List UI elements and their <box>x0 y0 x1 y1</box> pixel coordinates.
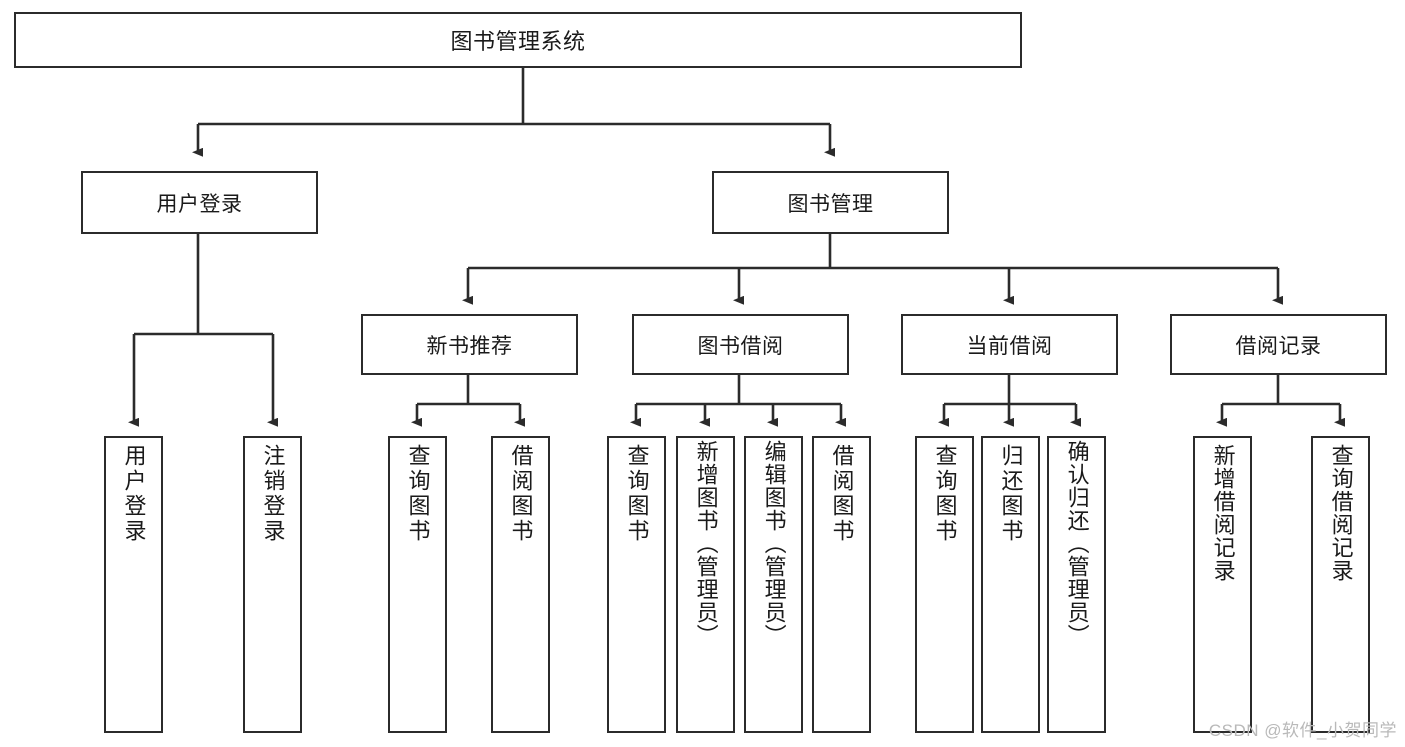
leaf-borrow-query-book[interactable]: 查询图书 <box>607 436 666 733</box>
node-book-management-label: 图书管理 <box>787 192 874 216</box>
leaf-label: 借阅图书 <box>829 444 855 544</box>
leaf-borrow-edit-book-admin[interactable]: 编辑图书（管理员） <box>744 436 803 733</box>
leaf-label: 编辑图书（管理员） <box>761 440 787 647</box>
leaf-current-query-book[interactable]: 查询图书 <box>915 436 974 733</box>
leaf-current-confirm-return-admin[interactable]: 确认归还（管理员） <box>1047 436 1106 733</box>
leaf-label: 查询图书 <box>405 444 431 544</box>
leaf-label: 查询借阅记录 <box>1328 444 1354 582</box>
node-book-borrow[interactable]: 图书借阅 <box>632 314 849 375</box>
leaf-record-query-record[interactable]: 查询借阅记录 <box>1311 436 1370 733</box>
leaf-label: 用户登录 <box>121 444 147 544</box>
node-root-label: 图书管理系统 <box>450 29 586 54</box>
node-user-login[interactable]: 用户登录 <box>81 171 318 234</box>
node-new-book-recommend[interactable]: 新书推荐 <box>361 314 578 375</box>
leaf-label: 新增图书（管理员） <box>693 440 719 647</box>
leaf-label: 归还图书 <box>998 444 1024 544</box>
leaf-current-return-book[interactable]: 归还图书 <box>981 436 1040 733</box>
node-user-login-label: 用户登录 <box>156 192 243 216</box>
leaf-label: 借阅图书 <box>508 444 534 544</box>
leaf-new-book-query-book[interactable]: 查询图书 <box>388 436 447 733</box>
leaf-label: 确认归还（管理员） <box>1064 440 1090 647</box>
leaf-label: 新增借阅记录 <box>1210 444 1236 582</box>
leaf-label: 查询图书 <box>624 444 650 544</box>
node-current-borrow-label: 当前借阅 <box>966 334 1053 358</box>
leaf-label: 注销登录 <box>260 444 286 544</box>
leaf-record-add-record[interactable]: 新增借阅记录 <box>1193 436 1252 733</box>
node-borrow-record[interactable]: 借阅记录 <box>1170 314 1387 375</box>
leaf-new-book-borrow-book[interactable]: 借阅图书 <box>491 436 550 733</box>
watermark-text: CSDN @软件_小贺同学 <box>1208 721 1397 740</box>
leaf-borrow-borrow-book[interactable]: 借阅图书 <box>812 436 871 733</box>
node-current-borrow[interactable]: 当前借阅 <box>901 314 1118 375</box>
node-root-book-management-system[interactable]: 图书管理系统 <box>14 12 1022 68</box>
leaf-label: 查询图书 <box>932 444 958 544</box>
leaf-user-login-login[interactable]: 用户登录 <box>104 436 163 733</box>
node-book-borrow-label: 图书借阅 <box>697 334 784 358</box>
node-new-book-recommend-label: 新书推荐 <box>426 334 513 358</box>
node-book-management[interactable]: 图书管理 <box>712 171 949 234</box>
leaf-borrow-add-book-admin[interactable]: 新增图书（管理员） <box>676 436 735 733</box>
leaf-user-login-logout[interactable]: 注销登录 <box>243 436 302 733</box>
node-borrow-record-label: 借阅记录 <box>1235 334 1322 358</box>
